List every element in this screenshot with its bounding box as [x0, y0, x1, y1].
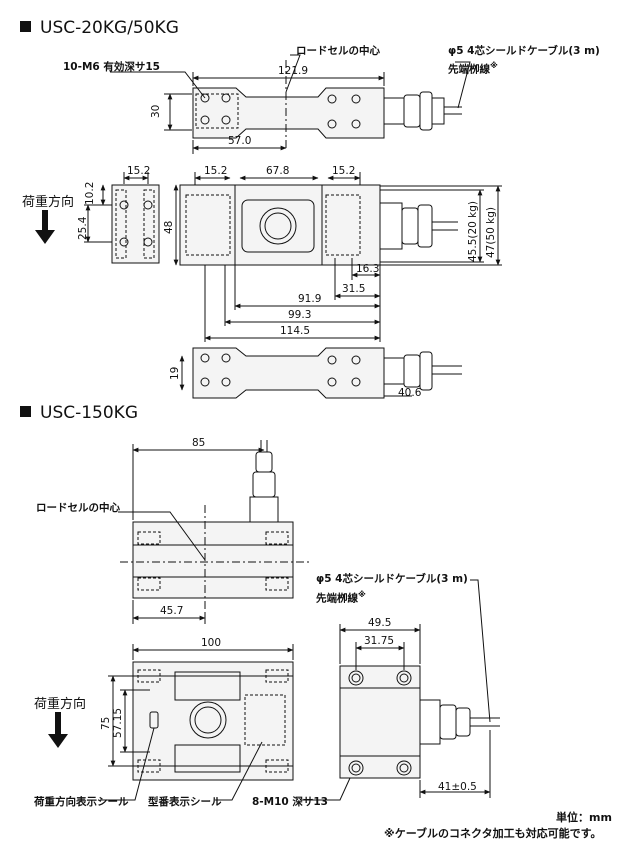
- footer-note: ※ケーブルのコネクタ加工も対応可能です。: [384, 827, 602, 840]
- section-title-top: USC-20KG/50KG: [20, 18, 179, 38]
- cable-end-label: 先端栁線※: [448, 62, 498, 75]
- section-title-bottom-text: USC-150KG: [40, 403, 139, 423]
- dim-67-8: 67.8: [266, 165, 290, 177]
- tap-label-150: 8-M10 深サ13: [252, 796, 328, 808]
- cable-end-text-150: 先端栁線: [316, 592, 358, 605]
- dim-10-2: 10.2: [84, 181, 96, 205]
- dim-45-7: 45.7: [160, 605, 184, 617]
- dim-25-4: 25.4: [77, 216, 89, 240]
- dim-85: 85: [192, 437, 206, 449]
- dim-57-15: 57.15: [112, 707, 124, 738]
- cable-end-text: 先端栁線: [448, 63, 490, 76]
- load-arrows: [35, 210, 68, 748]
- dim-15-2-end: 15.2: [127, 165, 151, 177]
- dim-15-2-right: 15.2: [332, 165, 356, 177]
- dim-49-5: 49.5: [368, 617, 392, 629]
- dim-121-9: 121.9: [278, 65, 309, 77]
- dim-57-0: 57.0: [228, 135, 252, 147]
- load-direction-label-150: 荷重方向: [34, 697, 87, 712]
- dim-48: 48: [163, 220, 175, 234]
- top-end-view: [84, 172, 160, 264]
- dim-75: 75: [100, 716, 112, 730]
- dim-16-3: 16.3: [356, 263, 380, 275]
- bullet-square-icon: [20, 21, 31, 32]
- bottom-end-view: [339, 579, 500, 798]
- dim-47: 47(50 kg): [485, 207, 497, 258]
- bottom-top-view: [118, 440, 310, 624]
- center-label-150: ロードセルの中心: [36, 502, 120, 514]
- seal-model-label: 型番表示シール: [148, 796, 222, 808]
- dim-31-5: 31.5: [342, 283, 366, 295]
- dim-30: 30: [150, 104, 162, 118]
- cable-label: φ5 4芯シールドケーブル(3 m): [448, 45, 600, 57]
- dim-45-5: 45.5(20 kg): [467, 200, 479, 262]
- section-title-bottom: USC-150KG: [20, 403, 138, 423]
- dim-41: 41±0.5: [438, 781, 477, 793]
- load-direction-label: 荷重方向: [22, 195, 75, 210]
- top-plan-view: [110, 54, 471, 154]
- seal-direction-label: 荷重方向表示シール: [34, 796, 129, 808]
- center-label: ロードセルの中心: [296, 45, 380, 57]
- cable-end-mark: ※: [490, 61, 498, 70]
- dim-114-5: 114.5: [280, 325, 311, 337]
- top-bottom-view: [179, 347, 462, 399]
- bottom-side-view: [100, 644, 351, 801]
- cable-end-label-150: 先端栁線※: [316, 591, 366, 604]
- dim-31-75: 31.75: [364, 635, 395, 647]
- cable-label-150: φ5 4芯シールドケーブル(3 m): [316, 573, 468, 585]
- dim-19: 19: [169, 366, 181, 380]
- dim-99-3: 99.3: [288, 309, 312, 321]
- unit-label: 単位：mm: [556, 811, 612, 824]
- dim-100: 100: [201, 637, 222, 649]
- tap-label: 10-M6 有効深サ15: [63, 61, 160, 73]
- cable-end-mark-150: ※: [358, 590, 366, 599]
- top-side-view: [173, 172, 502, 342]
- bullet-square-icon: [20, 406, 31, 417]
- dim-40-6: 40.6: [398, 387, 422, 399]
- section-title-top-text: USC-20KG/50KG: [40, 18, 179, 38]
- dim-15-2-left: 15.2: [204, 165, 228, 177]
- dim-91-9: 91.9: [298, 293, 322, 305]
